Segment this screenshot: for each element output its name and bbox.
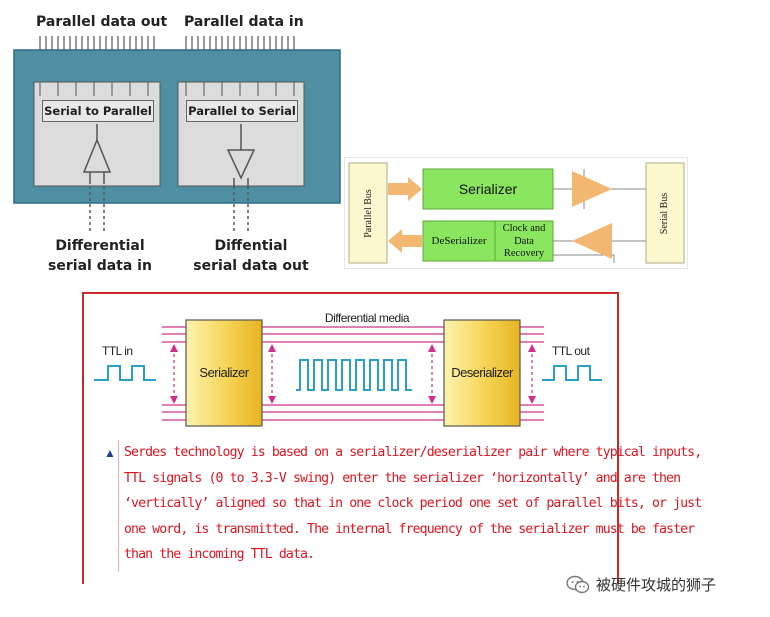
label-serializer: Serializer	[458, 181, 518, 197]
fig3-graphic	[82, 292, 619, 584]
caption-divider	[118, 440, 119, 572]
fig1-graphic	[13, 36, 341, 234]
watermark: 被硬件攻城的狮子	[566, 574, 716, 595]
serial-bus-text: Serial Bus	[659, 192, 671, 234]
bus-lines-left	[162, 326, 186, 421]
buffer-down-triangle	[226, 124, 256, 186]
ttl-out-wave	[542, 365, 602, 381]
diff-in-line2: serial data in	[48, 258, 152, 274]
label-differential-serial-out: Diffential serial data out	[186, 236, 316, 276]
deserializer-box	[422, 220, 496, 262]
diff-out-line1: Diffential	[214, 238, 288, 254]
wechat-icon	[566, 575, 590, 593]
caption-text: Serdes technology is based on a serializ…	[124, 440, 702, 568]
cdr-line2: Data	[514, 235, 534, 247]
fig2-graphic	[344, 157, 688, 269]
label-ttl-in: TTL in	[102, 344, 133, 358]
deserializer-block	[443, 319, 521, 427]
watermark-text: 被硬件攻城的狮子	[596, 576, 717, 594]
receiver-triangle	[572, 223, 612, 259]
label-parallel-bus: Parallel Bus	[349, 163, 387, 263]
label-deserializer-block: Deserializer	[451, 365, 513, 380]
figure-serializer-bus: Parallel Bus Serial Bus Serializer DeSer…	[344, 157, 688, 269]
caption-marker: ▲	[104, 446, 116, 460]
label-parallel-to-serial: Parallel to Serial	[186, 100, 298, 122]
cdr-box	[494, 220, 554, 262]
figure-serdes-blocks: Parallel data out Parallel data in	[0, 0, 350, 280]
label-ttl-out: TTL out	[552, 344, 590, 358]
caption-line: Serdes technology is based on a serializ…	[124, 445, 702, 460]
parallel-bus-bar	[348, 162, 388, 264]
driver-triangle	[572, 171, 612, 207]
caption-line: one word, is transmitted. The internal f…	[124, 521, 695, 537]
label-differential-media: Differential media	[324, 311, 410, 325]
cdr-line1: Clock and	[502, 223, 546, 234]
label-clock-data-recovery: Clock and Data Recovery	[495, 223, 553, 261]
serializer-box	[422, 168, 554, 210]
label-parallel-data-in: Parallel data in	[184, 14, 304, 30]
arrow-into-serializer	[388, 177, 422, 201]
bus-lines-middle	[262, 326, 446, 421]
serial-bus-bar	[645, 162, 685, 264]
diff-out-line2: serial data out	[193, 258, 309, 274]
label-parallel-data-out: Parallel data out	[36, 14, 168, 30]
cdr-line3: Recovery	[503, 248, 545, 259]
diff-in-line1: Differential	[55, 238, 145, 254]
parallel-bus-text: Parallel Bus	[362, 188, 374, 238]
label-deserializer: DeSerializer	[431, 235, 487, 247]
serial-wave	[296, 359, 412, 391]
bus-lines-right	[520, 326, 544, 421]
label-serializer-block: Serializer	[199, 365, 249, 380]
ttl-in-wave	[94, 365, 156, 381]
buffer-up-triangle	[82, 124, 112, 184]
figure-serdes-link: Differential media TTL in TTL out Serial…	[82, 292, 702, 584]
serializer-block	[185, 319, 263, 427]
label-serial-bus: Serial Bus	[646, 163, 684, 263]
caption-line: than the incoming TTL data.	[124, 547, 315, 562]
caption-line: TTL signals (0 to 3.3-V swing) enter the…	[124, 470, 681, 486]
dashed-arrows	[173, 348, 533, 400]
caption-line: ‘vertically’ aligned so that in one cloc…	[124, 496, 702, 511]
label-serial-to-parallel: Serial to Parallel	[42, 100, 154, 122]
label-differential-serial-in: Differential serial data in	[40, 236, 160, 276]
arrow-out-deserializer	[388, 229, 422, 253]
